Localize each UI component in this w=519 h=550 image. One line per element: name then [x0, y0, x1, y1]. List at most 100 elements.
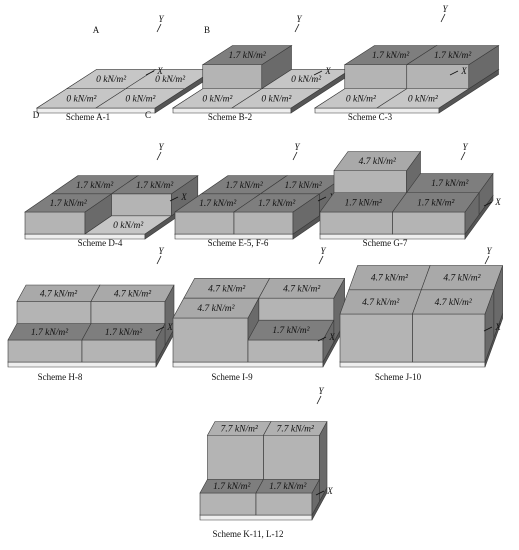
panel-front-right-top-face	[84, 215, 173, 235]
y-axis-label: Y	[296, 14, 302, 24]
scheme-caption: Scheme J-10	[375, 372, 422, 382]
panel-back-left-top-face	[201, 45, 293, 66]
y-axis-label: Y	[486, 246, 492, 256]
panel-load-label: 0 kN/m²	[113, 221, 143, 231]
y-axis-arrow	[294, 23, 300, 33]
corner-c-label: C	[145, 110, 151, 120]
y-axis-label: Y	[294, 142, 300, 152]
panel-front-right-top-face	[247, 319, 335, 341]
panel-load-label: 1.7 kN/m²	[226, 181, 263, 191]
x-axis-arrow	[155, 326, 165, 332]
panel-load-label: 7.7 kN/m²	[277, 424, 314, 434]
x-axis-label: X	[166, 322, 173, 332]
panel-back-right-top-face	[110, 175, 199, 195]
slab-front	[199, 514, 313, 521]
panel-back-right-top-face	[262, 421, 328, 436]
x-axis-arrow	[483, 326, 493, 332]
panel-load-label: 4.7 kN/m²	[371, 274, 408, 284]
panel-front-left-front-face	[339, 313, 413, 363]
x-axis-label: X	[324, 66, 331, 76]
panel-back-left-top-face	[333, 151, 422, 172]
x-axis-arrow	[145, 70, 155, 76]
panel-load-label: 1.7 kN/m²	[269, 482, 306, 492]
panel-front-right-top-face	[375, 88, 470, 109]
panel-back-left-front-face	[344, 64, 408, 90]
x-axis-arrow	[317, 336, 327, 342]
panel-front-right-top-face	[94, 88, 186, 109]
panel-load-label: 1.7 kN/m²	[417, 198, 454, 208]
panel-load-label: 1.7 kN/m²	[199, 199, 236, 209]
x-axis-label: X	[494, 322, 501, 332]
x-axis-arrow	[313, 70, 323, 76]
x-axis-arrow	[315, 490, 325, 496]
panel-load-label: 4.7 kN/m²	[197, 304, 234, 314]
scheme-caption: Scheme B-2	[208, 112, 252, 122]
panel-load-label: 4.7 kN/m²	[359, 157, 396, 167]
panel-front-left-front-face	[174, 211, 235, 235]
panel-front-right-front-face	[81, 339, 157, 363]
panel-load-label: 1.7 kN/m²	[229, 51, 266, 61]
panel-load-label: 0 kN/m²	[96, 75, 126, 85]
scheme-caption: Scheme I-9	[211, 372, 253, 382]
panel-front-left-front-face	[172, 317, 249, 363]
panel-load-label: 1.7 kN/m²	[272, 326, 309, 336]
y-axis-label: Y	[158, 14, 164, 24]
panel-load-label: 0 kN/m²	[261, 94, 291, 104]
panel-load-label: 1.7 kN/m²	[434, 51, 471, 61]
panel-load-label: 0 kN/m²	[66, 94, 96, 104]
panel-front-right-front-face	[412, 313, 486, 363]
panel-back-right-front-face	[406, 64, 470, 90]
panel-front-left-front-face	[199, 492, 257, 516]
panel-load-label: 4.7 kN/m²	[362, 298, 399, 308]
panel-front-right-top-face	[391, 192, 480, 213]
y-axis-arrow	[318, 255, 324, 265]
scheme-caption: Scheme H-8	[38, 372, 83, 382]
panel-load-label: 1.7 kN/m²	[345, 198, 382, 208]
x-axis-arrow	[169, 196, 179, 202]
x-axis-label: X	[180, 192, 187, 202]
corner-b-label: B	[204, 25, 210, 35]
panel-load-label: 4.7 kN/m²	[443, 274, 480, 284]
panel-back-right-top-face	[405, 45, 500, 66]
panel-load-label: 4.7 kN/m²	[435, 298, 472, 308]
x-axis-label: X	[156, 66, 163, 76]
panel-front-left-front-face	[24, 211, 86, 235]
panel-front-left-top-face	[24, 193, 113, 213]
y-axis-arrow	[440, 13, 446, 23]
y-axis-arrow	[156, 151, 162, 161]
y-axis-arrow	[316, 395, 322, 405]
scheme-caption: Scheme C-3	[348, 112, 393, 122]
panel-load-label: 4.7 kN/m²	[283, 284, 320, 294]
x-axis-arrow	[483, 201, 493, 207]
panel-load-label: 0 kN/m²	[125, 94, 155, 104]
panel-load-label: 1.7 kN/m²	[76, 181, 113, 191]
y-axis-label: Y	[318, 386, 324, 396]
panel-back-right-top-face	[90, 284, 175, 302]
panel-load-label: 4.7 kN/m²	[114, 289, 151, 299]
panel-load-label: 0 kN/m²	[291, 75, 321, 85]
y-axis-arrow	[156, 255, 162, 265]
panel-load-label: 1.7 kN/m²	[372, 51, 409, 61]
x-axis-arrow	[317, 196, 327, 202]
panel-front-left-front-face	[319, 211, 393, 235]
panel-back-right-top-face	[258, 278, 346, 299]
y-axis-arrow	[460, 151, 466, 161]
scheme-caption: Scheme E-5, F-6	[208, 238, 269, 248]
panel-front-right-front-face	[392, 211, 466, 235]
y-axis-arrow	[292, 151, 298, 161]
panel-front-right-front-face	[247, 339, 324, 363]
panel-load-label: 0 kN/m²	[155, 75, 185, 85]
x-axis-label: X	[494, 197, 501, 207]
panel-front-left-front-face	[7, 339, 83, 363]
panel-load-label: 1.7 kN/m²	[213, 482, 250, 492]
y-axis-label: Y	[158, 246, 164, 256]
panel-load-label: 4.7 kN/m²	[40, 289, 77, 299]
